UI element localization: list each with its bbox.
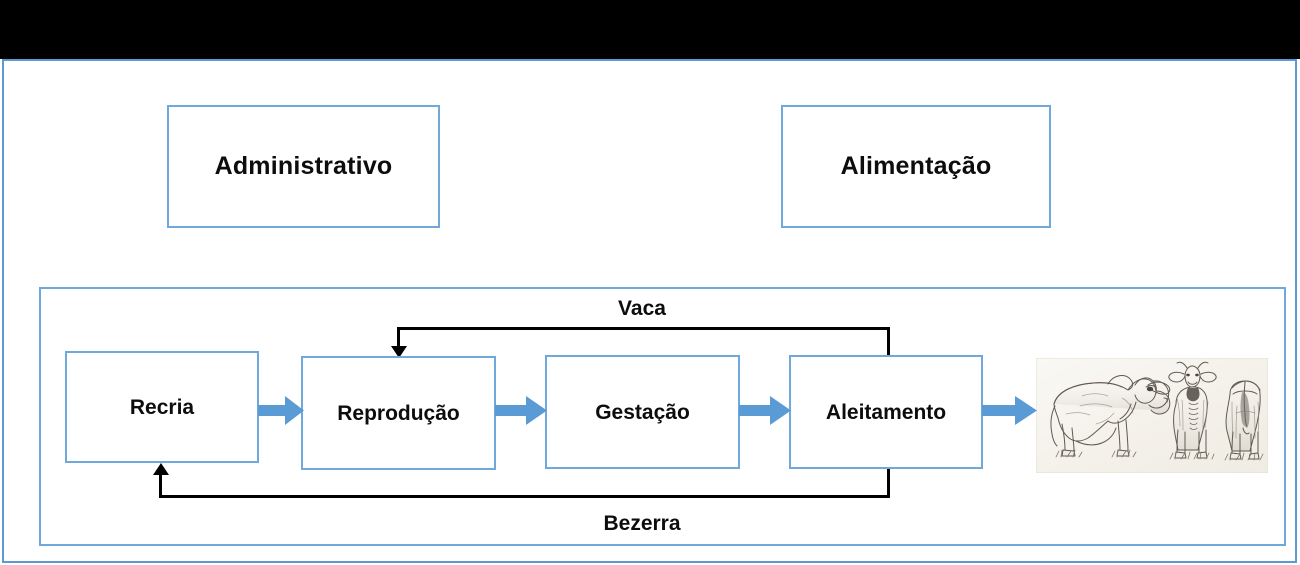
stage-box-aleitamento[interactable]: Aleitamento [789, 355, 983, 469]
flow-arrow-gestacao-to-aleitamento-icon [739, 394, 791, 427]
page-frame: Administrativo Alimentação Vaca Bezerra … [2, 59, 1297, 563]
vaca-connector-left-segment [397, 327, 400, 349]
bezerra-arrowhead-icon [153, 463, 169, 475]
stage-label-gestacao: Gestação [595, 400, 690, 424]
bezerra-connector-left-segment [159, 475, 162, 498]
bezerra-connector-right-segment [887, 468, 890, 498]
stage-label-reproducao: Reprodução [337, 401, 460, 425]
flow-arrow-recria-to-reproducao-icon [258, 394, 304, 427]
module-label-administrativo: Administrativo [214, 152, 393, 180]
stage-label-aleitamento: Aleitamento [825, 400, 947, 424]
module-box-alimentacao[interactable]: Alimentação [781, 105, 1051, 228]
vaca-connector-right-segment [887, 328, 890, 357]
flow-arrow-reproducao-to-gestacao-icon [495, 394, 547, 427]
module-box-administrativo[interactable]: Administrativo [167, 105, 440, 228]
stage-label-recria: Recria [129, 395, 195, 419]
stage-box-gestacao[interactable]: Gestação [545, 355, 740, 469]
bezerra-edge-label: Bezerra [603, 512, 681, 535]
top-black-band [0, 0, 1300, 59]
stage-box-recria[interactable]: Recria [65, 351, 259, 463]
vaca-edge-label: Vaca [618, 297, 666, 320]
bezerra-connector-horizontal-segment [159, 495, 890, 498]
vaca-arrowhead-icon [391, 346, 407, 358]
cattle-pencil-sketch-icon [1036, 358, 1268, 473]
vaca-connector-horizontal-segment [397, 327, 890, 330]
stage-box-reproducao[interactable]: Reprodução [301, 356, 496, 470]
flow-arrow-aleitamento-to-cattle-icon [982, 394, 1037, 427]
module-label-alimentacao: Alimentação [840, 152, 992, 180]
